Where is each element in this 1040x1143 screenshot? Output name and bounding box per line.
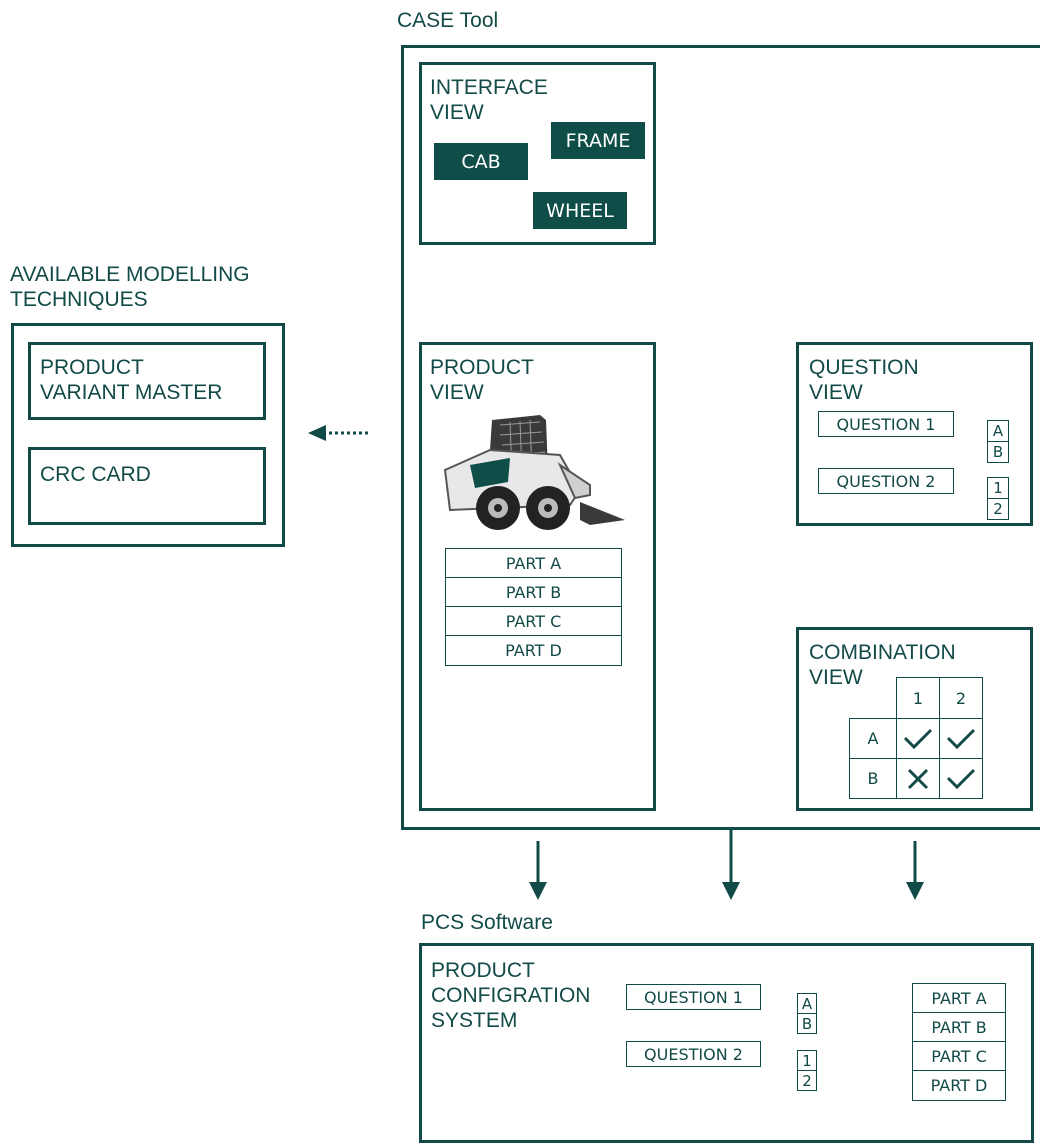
combination-col-header-2: 2 [939,677,983,719]
techniques-title: AVAILABLE MODELLING TECHNIQUES [10,263,250,311]
technique-label: CRC CARD [40,463,151,486]
combination-row-header-a: A [849,718,897,759]
combination-cell-b2 [939,758,983,799]
combination-cell-a1 [896,718,940,759]
question-view-label: QUESTION VIEW [809,356,919,404]
pcs-question-1-option-a: A [797,993,817,1014]
combination-view-label: COMBINATION VIEW [809,641,956,689]
technique-label: PRODUCT VARIANT MASTER [40,356,223,404]
cross-icon [907,768,929,789]
pcs-part-b: PART B [912,1012,1006,1043]
pcs-question-1-option-b: B [797,1013,817,1034]
pcs-part-d: PART D [912,1070,1006,1101]
question-1-box: QUESTION 1 [818,411,954,437]
skid-steer-loader-icon [443,415,625,530]
question-1-option-a: A [987,420,1009,442]
question-2-option-2: 2 [987,498,1009,520]
combination-cell-b1 [896,758,940,799]
question-2-box: QUESTION 2 [818,468,954,494]
check-icon [903,728,933,749]
combination-row-header-b: B [849,758,897,799]
technique-crc-card: CRC CARD [28,447,266,525]
combination-cell-a2 [939,718,983,759]
interface-node-cab: CAB [434,143,528,180]
product-view-label: PRODUCT VIEW [430,356,534,404]
product-part-a: PART A [445,548,622,579]
interface-view-label: INTERFACE VIEW [430,76,548,124]
pcs-part-a: PART A [912,983,1006,1014]
pcs-system-label: PRODUCT CONFIGRATION SYSTEM [431,959,591,1032]
arrow-icon [529,841,547,900]
interface-node-frame: FRAME [551,122,645,159]
arrow-icon [308,425,368,441]
product-part-c: PART C [445,606,622,637]
pcs-part-c: PART C [912,1041,1006,1072]
check-icon [946,768,976,789]
pcs-question-2-option-1: 1 [797,1050,817,1071]
combination-col-header-1: 1 [896,677,940,719]
product-part-b: PART B [445,577,622,608]
pcs-question-2-box: QUESTION 2 [626,1041,761,1067]
pcs-question-2-option-2: 2 [797,1070,817,1091]
product-part-d: PART D [445,635,622,666]
interface-node-wheel: WHEEL [533,192,627,229]
check-icon [946,728,976,749]
arrow-icon [906,841,924,900]
question-2-option-1: 1 [987,477,1009,499]
technique-product-variant-master: PRODUCT VARIANT MASTER [28,342,266,420]
case-tool-title: CASE Tool [397,9,499,32]
question-1-option-b: B [987,441,1009,463]
pcs-software-title: PCS Software [421,911,553,934]
pcs-question-1-box: QUESTION 1 [626,984,761,1010]
